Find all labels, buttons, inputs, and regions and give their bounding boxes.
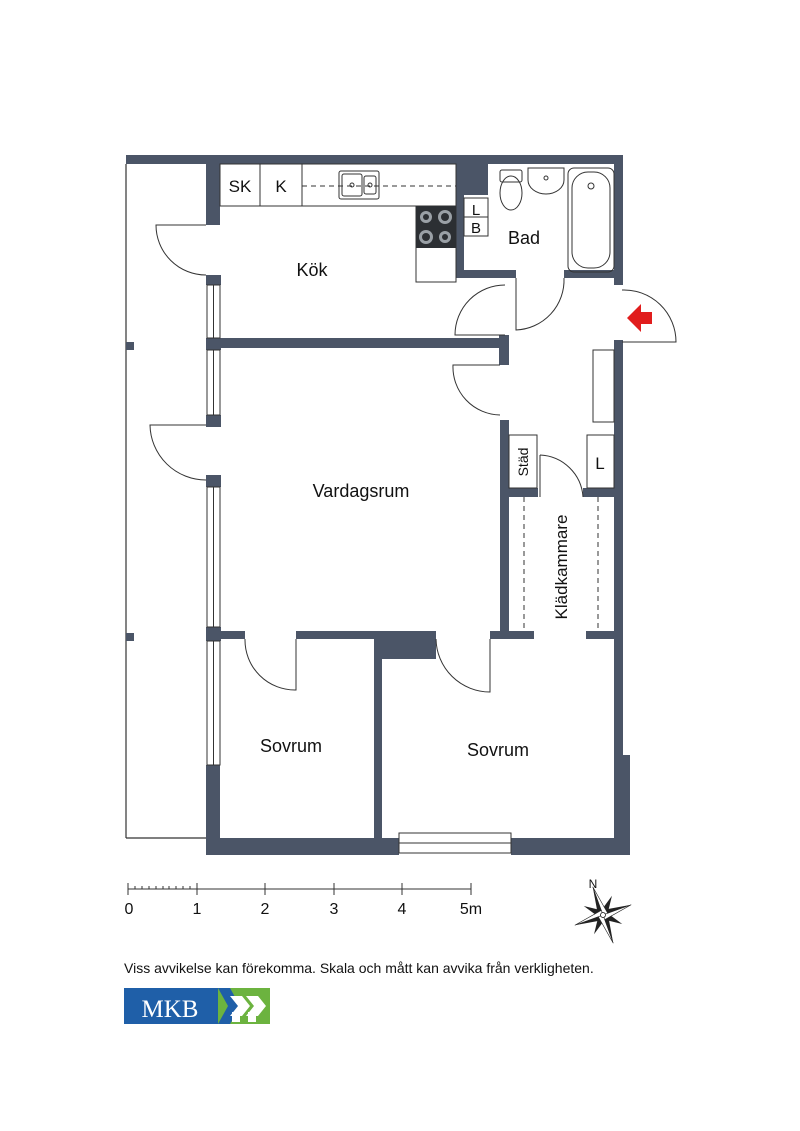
scale-tick-label: 3 [330, 901, 339, 918]
room-label-kitchen: Kök [296, 260, 328, 280]
room-label-storage: L [595, 454, 604, 473]
storage-closet [586, 434, 615, 489]
scale-tick-label: 2 [261, 901, 270, 918]
entrance-arrow-icon [627, 304, 652, 332]
b-label: B [471, 220, 481, 237]
scale-bar [127, 883, 472, 895]
room-label-bath: Bad [508, 228, 540, 248]
mkb-logo-text: MKB [142, 996, 199, 1023]
scale-labels: 0 1 2 3 4 5m [125, 901, 483, 918]
scale-tick-label: 5m [460, 901, 482, 918]
room-label-bedroom-left: Sovrum [260, 736, 322, 756]
cleaning-closet [508, 434, 538, 489]
walls [126, 155, 630, 855]
toilet-icon [499, 175, 523, 211]
room-label-living: Vardagsrum [313, 481, 410, 501]
balcony [125, 164, 208, 839]
mkb-logo: MKB [124, 988, 270, 1024]
disclaimer-text: Viss avvikelse kan förekomma. Skala och … [124, 960, 594, 976]
compass-icon [574, 886, 632, 944]
stove-icon [416, 206, 456, 248]
l-label: L [472, 202, 480, 219]
k-label: K [275, 177, 287, 196]
bathroom-fixtures [499, 167, 615, 273]
sk-label: SK [229, 177, 252, 196]
bathtub-icon [567, 167, 615, 273]
balcony-post [126, 342, 134, 350]
doors [149, 224, 677, 693]
room-label-bedroom-right: Sovrum [467, 740, 529, 760]
scale-tick-label: 0 [125, 901, 134, 918]
room-label-closet: Klädkammare [552, 515, 571, 620]
lb-cabinet [463, 197, 489, 237]
balcony-post [126, 633, 134, 641]
scale-tick-label: 1 [193, 901, 202, 918]
compass-north-label: N [589, 877, 598, 891]
sink-icon [338, 170, 380, 200]
hall-fixtures [508, 349, 615, 631]
windows [206, 284, 512, 854]
scale-tick-label: 4 [398, 901, 407, 918]
washbasin-icon [527, 167, 565, 195]
room-label-cleaning: Städ [515, 448, 531, 477]
